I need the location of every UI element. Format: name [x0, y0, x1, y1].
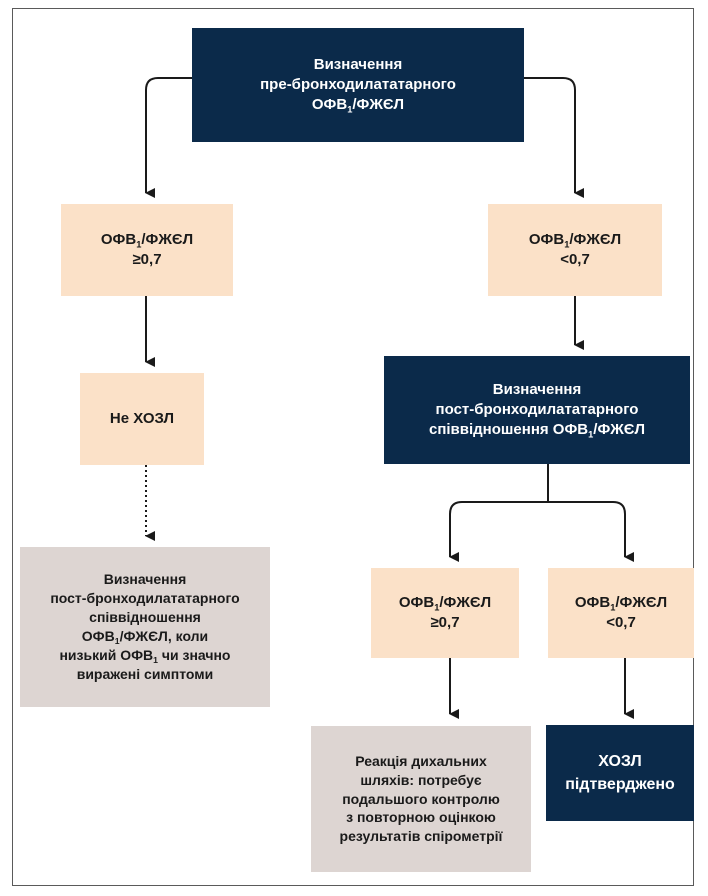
node-text-line: співвідношення: [89, 609, 201, 626]
ratio-label: ОФВ1/ФЖЄЛ: [100, 230, 194, 249]
edge-pre-to-left: [145, 77, 192, 198]
node-copd-confirmed: ХОЗЛ підтверджено: [546, 725, 694, 821]
edge-post-to-ge: [449, 501, 548, 562]
node-pre-bronchodilator: Визначення пре-бронходилататарного ОФВ1/…: [192, 28, 524, 142]
node-post-lt: ОФВ1/ФЖЄЛ <0,7: [548, 568, 694, 658]
ratio-label: ОФВ1/ФЖЄЛ: [311, 96, 405, 115]
node-text-line: з повторною оцінкою: [346, 809, 496, 826]
node-text-line: виражені симптоми: [76, 665, 214, 682]
node-left-ratio: ОФВ1/ФЖЄЛ ≥0,7: [61, 204, 233, 296]
edge-pre-to-right: [524, 77, 584, 198]
node-text-line: Визначення: [103, 571, 187, 588]
node-text-line: пост-бронходилататарного: [50, 590, 240, 607]
node-text-line: ХОЗЛ: [598, 752, 642, 770]
node-text-line: Реакція дихальних: [355, 752, 487, 769]
node-text-line: результатів спірометрії: [339, 828, 503, 845]
node-airway-reaction: Реакція дихальних шляхів: потребує подал…: [311, 726, 531, 872]
ratio-threshold: <0,7: [606, 614, 636, 631]
node-right-ratio: ОФВ1/ФЖЄЛ <0,7: [488, 204, 662, 296]
ratio-threshold: ≥0,7: [430, 614, 460, 631]
node-text-line: низький ОФВ1 чи значно: [59, 646, 231, 665]
node-text-line: Визначення: [492, 380, 582, 398]
node-text-line: ОФВ1/ФЖЄЛ, коли: [81, 628, 209, 647]
node-not-copd: Не ХОЗЛ: [80, 373, 204, 465]
node-text-line: подальшого контролю: [342, 790, 500, 807]
node-post-bronchodilator: Визначення пост-бронходилататарного спів…: [384, 356, 690, 464]
ratio-label: ОФВ1/ФЖЄЛ: [398, 593, 492, 612]
diagram-frame: [12, 8, 694, 886]
node-post-ge: ОФВ1/ФЖЄЛ ≥0,7: [371, 568, 519, 658]
node-text-line: Визначення: [313, 55, 403, 73]
ratio-label: співвідношення ОФВ1/ФЖЄЛ: [428, 421, 646, 440]
ratio-label: ОФВ1/ФЖЄЛ: [574, 593, 668, 612]
edge-post-to-lt: [548, 501, 634, 562]
ratio-label: ОФВ1/ФЖЄЛ: [528, 230, 622, 249]
node-text-line: підтверджено: [565, 776, 675, 793]
node-post-note: Визначення пост-бронходилататарного спів…: [20, 547, 270, 707]
node-text-line: шляхів: потребує: [360, 771, 482, 788]
node-text-line: Не ХОЗЛ: [109, 409, 175, 427]
ratio-threshold: <0,7: [560, 251, 590, 268]
node-text-line: пре-бронходилататарного: [260, 75, 456, 93]
node-text-line: пост-бронходилататарного: [435, 400, 639, 418]
ratio-threshold: ≥0,7: [132, 251, 162, 268]
